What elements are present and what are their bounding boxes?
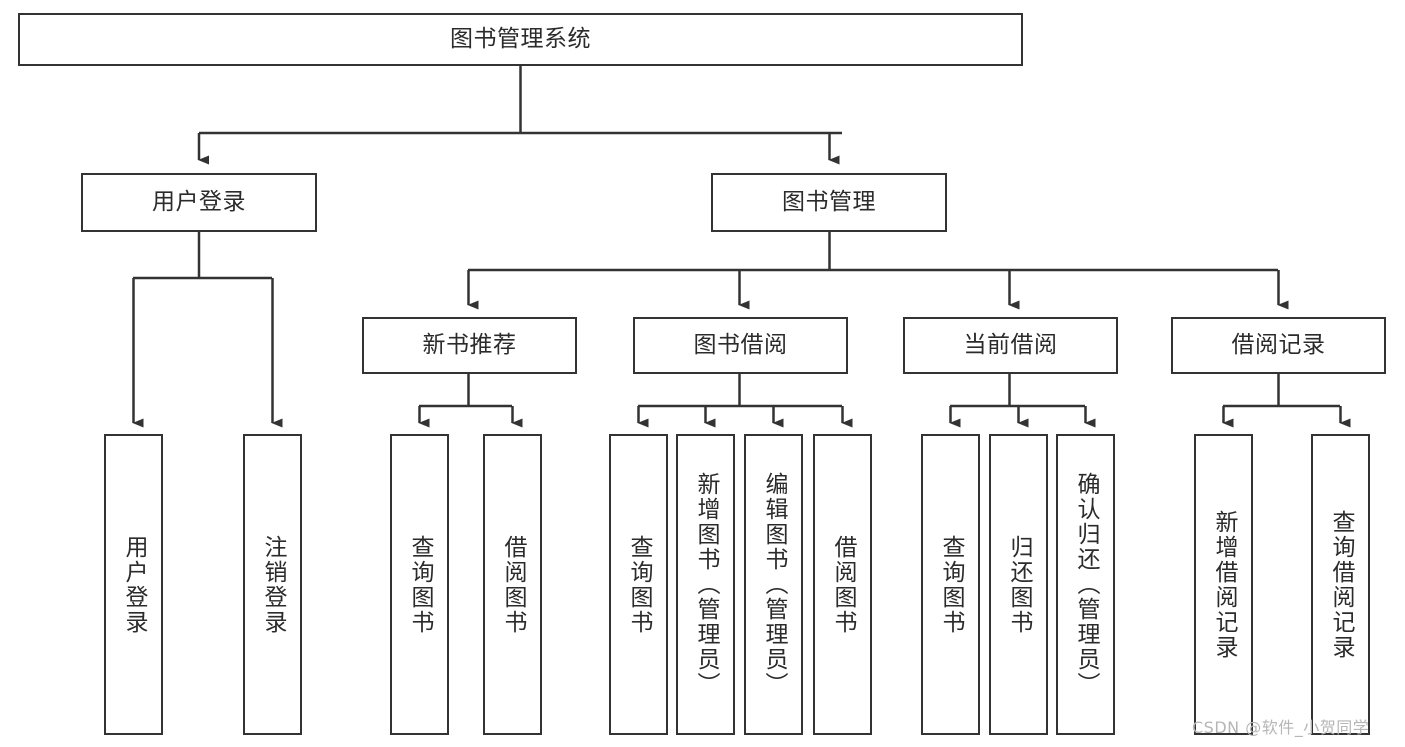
node-leaf-user-login-label: 用户登录 [121, 534, 147, 635]
node-new-book-rec[interactable]: 新书推荐 [362, 317, 577, 374]
node-leaf-borrow-book-1[interactable]: 借阅图书 [483, 434, 542, 735]
node-leaf-query-record-label: 查询借阅记录 [1328, 509, 1354, 660]
node-leaf-borrow-book-2-label: 借阅图书 [830, 534, 856, 635]
node-leaf-edit-book[interactable]: 编辑图书（管理员） [744, 434, 803, 735]
node-leaf-user-logout-label: 注销登录 [260, 534, 286, 635]
node-book-manage-label: 图书管理 [782, 188, 876, 215]
node-leaf-user-login[interactable]: 用户登录 [104, 434, 163, 735]
node-current-borrow-label: 当前借阅 [963, 331, 1058, 358]
node-book-manage[interactable]: 图书管理 [711, 173, 947, 232]
node-book-borrow[interactable]: 图书借阅 [633, 317, 848, 374]
node-leaf-borrow-book-2[interactable]: 借阅图书 [813, 434, 872, 735]
node-current-borrow[interactable]: 当前借阅 [903, 317, 1118, 374]
node-leaf-borrow-book-1-label: 借阅图书 [500, 534, 526, 635]
node-root-label: 图书管理系统 [450, 25, 591, 52]
node-leaf-query-book-2[interactable]: 查询图书 [609, 434, 668, 735]
node-borrow-record[interactable]: 借阅记录 [1171, 317, 1386, 374]
node-new-book-rec-label: 新书推荐 [422, 331, 517, 358]
node-leaf-query-book-3[interactable]: 查询图书 [921, 434, 980, 735]
node-leaf-add-book-label: 新增图书（管理员） [693, 472, 719, 697]
node-root[interactable]: 图书管理系统 [18, 13, 1023, 66]
node-book-borrow-label: 图书借阅 [693, 331, 788, 358]
node-leaf-confirm-return-label: 确认归还（管理员） [1073, 472, 1099, 697]
node-leaf-query-record[interactable]: 查询借阅记录 [1311, 434, 1370, 735]
node-leaf-user-logout[interactable]: 注销登录 [243, 434, 302, 735]
node-leaf-add-book[interactable]: 新增图书（管理员） [676, 434, 735, 735]
node-leaf-query-book-1[interactable]: 查询图书 [390, 434, 449, 735]
node-leaf-add-record-label: 新增借阅记录 [1211, 509, 1237, 660]
node-leaf-query-book-1-label: 查询图书 [407, 534, 433, 635]
node-leaf-query-book-3-label: 查询图书 [938, 534, 964, 635]
node-leaf-edit-book-label: 编辑图书（管理员） [761, 472, 787, 697]
node-user-login-label: 用户登录 [152, 188, 246, 215]
node-leaf-confirm-return[interactable]: 确认归还（管理员） [1056, 434, 1115, 735]
node-leaf-add-record[interactable]: 新增借阅记录 [1194, 434, 1253, 735]
node-leaf-query-book-2-label: 查询图书 [626, 534, 652, 635]
node-user-login[interactable]: 用户登录 [81, 173, 317, 232]
node-borrow-record-label: 借阅记录 [1231, 331, 1326, 358]
node-leaf-return-book-label: 归还图书 [1006, 534, 1032, 635]
node-leaf-return-book[interactable]: 归还图书 [989, 434, 1048, 735]
